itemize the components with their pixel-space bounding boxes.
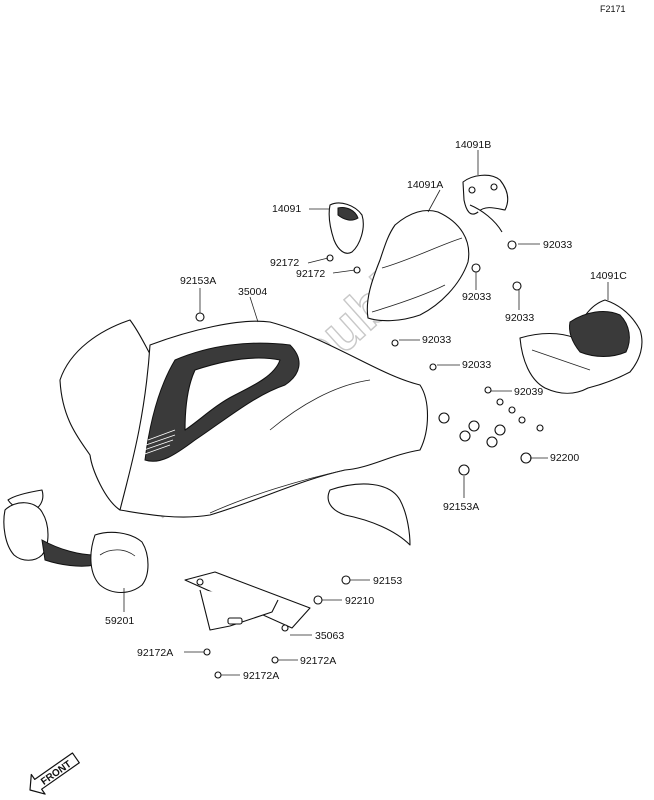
part-label: 92172 — [296, 268, 325, 280]
cover-14091a-part — [366, 209, 470, 322]
part-label: 92153A — [180, 275, 216, 287]
part-label: 92172 — [270, 257, 299, 269]
front-fender-part — [59, 319, 428, 546]
part-labels: 14091B 14091A 14091 92033 92172 92172 92… — [105, 139, 627, 682]
part-label: 92039 — [514, 386, 543, 398]
part-label: 14091 — [272, 203, 301, 215]
headlight-59201-part — [3, 489, 149, 594]
bracket-14091b-part — [462, 174, 509, 233]
cover-14091-part — [328, 202, 364, 254]
part-label: 92172A — [243, 670, 279, 682]
part-label: 92033 — [462, 291, 491, 303]
part-label: 92172A — [300, 655, 336, 667]
part-label: 14091C — [590, 270, 627, 282]
cover-14091c-part — [519, 299, 643, 394]
part-label: 92033 — [543, 239, 572, 251]
part-label: 35004 — [238, 286, 267, 298]
part-label: 92200 — [550, 452, 579, 464]
part-label: 92172A — [137, 647, 173, 659]
part-label: 35063 — [315, 630, 344, 642]
front-arrow-icon: FRONT — [29, 752, 80, 795]
figure-code: F2171 — [600, 4, 626, 14]
part-label: 59201 — [105, 615, 134, 627]
bracket-35063-part — [184, 571, 311, 632]
part-label: 92033 — [422, 334, 451, 346]
part-label: 14091B — [455, 139, 491, 151]
leader-lines — [123, 150, 609, 676]
part-label: 14091A — [407, 179, 443, 191]
part-label: 92153 — [373, 575, 402, 587]
part-label: 92033 — [462, 359, 491, 371]
part-label: 92033 — [505, 312, 534, 324]
part-label: 92153A — [443, 501, 479, 513]
part-label: 92210 — [345, 595, 374, 607]
